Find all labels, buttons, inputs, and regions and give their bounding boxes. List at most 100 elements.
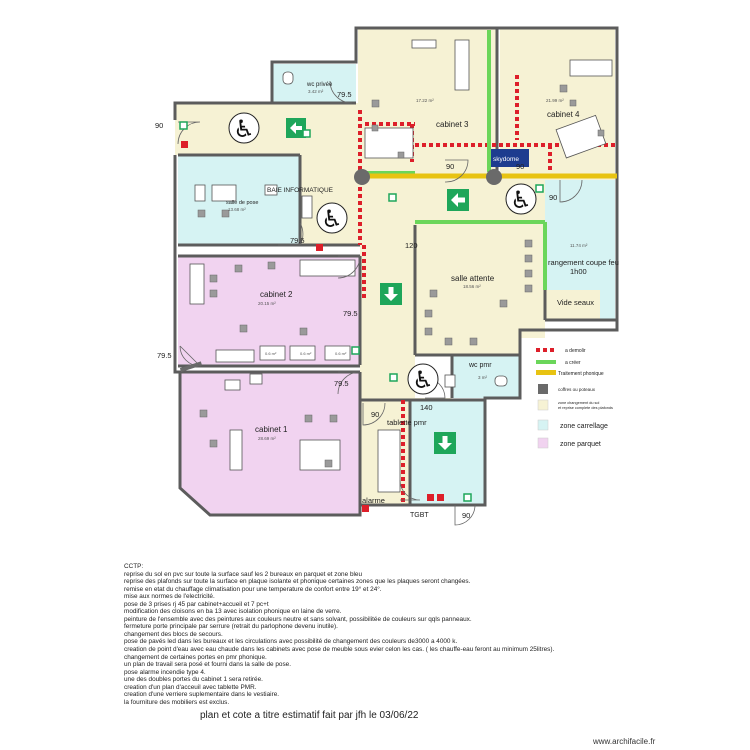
plan-footer: plan et cote a titre estimatif fait par … [200,710,419,721]
zone-bay [180,372,210,380]
room-area: 3 m² [478,375,488,380]
dimension-label: 90 [371,410,379,419]
legend-label-parquet: zone parquet [560,441,601,448]
wheelchair-icon: ♿ [228,112,260,144]
room-area: 11.74 m² [570,243,588,248]
chair [524,239,533,248]
safety-marker [181,141,188,148]
chair [444,337,453,346]
cctp-note-line: pose de pavés led dans les bureaux et le… [124,638,458,646]
cctp-note-line: la fourniture des mobiliers est exclus. [124,698,230,706]
door-swing [179,345,201,367]
safety-markers [179,121,544,512]
dimension-label: 90 [549,193,557,202]
chair [199,409,208,418]
room-label-cabinet2: cabinet 2 [260,290,293,299]
room-label-baie: BAIE INFORMATIQUE [267,187,334,194]
chair [209,289,218,298]
room-label-vide-seaux: Vide seaux [557,298,594,307]
room-label-salle-attente: salle attente [451,274,495,283]
legend: a demolir a créer Traitement phonique co… [536,348,613,449]
safety-marker [351,346,360,355]
door-swing [399,479,421,501]
legend-label-zone-chg2: et reprise complete des plafonds [558,406,613,410]
shelf [259,345,286,361]
sink [377,429,401,493]
dimension-label: 120 [405,241,418,250]
cctp-note-line: changement de certaines portes en pmr ph… [124,653,267,661]
room-area: 13.68 m² [228,207,246,212]
zone-salle-attente [415,225,545,355]
counter [224,379,241,391]
zone-salle-pose [178,155,300,245]
safety-marker [179,121,188,130]
toilet [494,375,508,387]
dimension-label: 90 [446,162,454,171]
chair [559,84,568,93]
counter [411,39,437,49]
wheelchair-icon: ♿ [505,183,537,215]
chair [371,99,380,108]
dimension-label: 79.5 [334,379,349,388]
room-area: 18.56 m² [463,284,481,289]
cctp-note-line: peinture de l'ensemble avec des peinture… [124,615,472,623]
desk [364,127,414,159]
safety-marker [302,129,311,138]
chairs [197,84,605,468]
zone-wc-pmr [452,355,520,398]
room-label-rangement: rangement coupe feu [548,258,619,267]
chair [299,327,308,336]
room-area: 21.99 m² [546,98,564,103]
chair [424,309,433,318]
posts [179,169,502,372]
desk [299,439,341,471]
door-swing [329,80,353,104]
dimension-labels: 90 79.5 79.5 79.5 79.5 79.5 90 90 90 120… [155,90,557,520]
safety-marker [437,494,444,501]
sink [215,349,255,363]
zone-rangement [545,180,615,320]
chair [469,337,478,346]
safety-marker [463,493,472,502]
credit-link[interactable]: www.archifacile.fr [593,737,656,746]
door-swing [362,402,386,426]
exit-arrow-left-icon [447,189,469,211]
room-area: 0.6 m² [300,351,312,356]
legend-swatch-parquet [537,437,549,449]
zone-vide-seaux [545,290,600,320]
room-label-cabinet3: cabinet 3 [436,120,469,129]
door-swing [559,179,583,203]
svg-text:♿: ♿ [412,366,434,394]
cctp-note-line: reprise du sol en pvc sur toute la surfa… [124,570,363,578]
chair [329,414,338,423]
zone-cabinet2 [178,255,360,365]
room-label-tgbt: TGBT [410,512,429,519]
cctp-note-line: creation d'une verriere suplementaire da… [124,691,280,699]
chair [397,151,405,159]
chair [371,124,379,132]
sink [444,374,456,388]
legend-swatch-phonique [536,370,556,375]
safety-marker [362,505,369,512]
room-labels: wc privée 3.42 m² cabinet 3 17.22 m² cab… [226,82,619,519]
create-walls [362,30,547,290]
cctp-note-line: CCTP: [124,563,144,570]
chair [597,129,605,137]
post [179,361,203,372]
accessibility-signs: ♿ ♿ ♿ ♿ [228,112,537,395]
chair [221,209,230,218]
room-label-cabinet4: cabinet 4 [547,110,580,119]
counter [249,373,263,385]
legend-swatch-carrelage [537,419,549,431]
skydome [491,149,529,167]
toilet [282,71,294,85]
counter [569,59,613,77]
legend-label-zone-chg: zone changement du sol [558,401,600,405]
table [194,184,206,202]
dimension-label: 79.5 [343,309,358,318]
door-swing [337,371,361,395]
cctp-note-line: creation de point d'eau avec eau chaude … [124,646,555,654]
legend-label-creer: a créer [565,360,581,366]
chair [524,254,533,263]
zone-cabinet1 [180,372,360,515]
